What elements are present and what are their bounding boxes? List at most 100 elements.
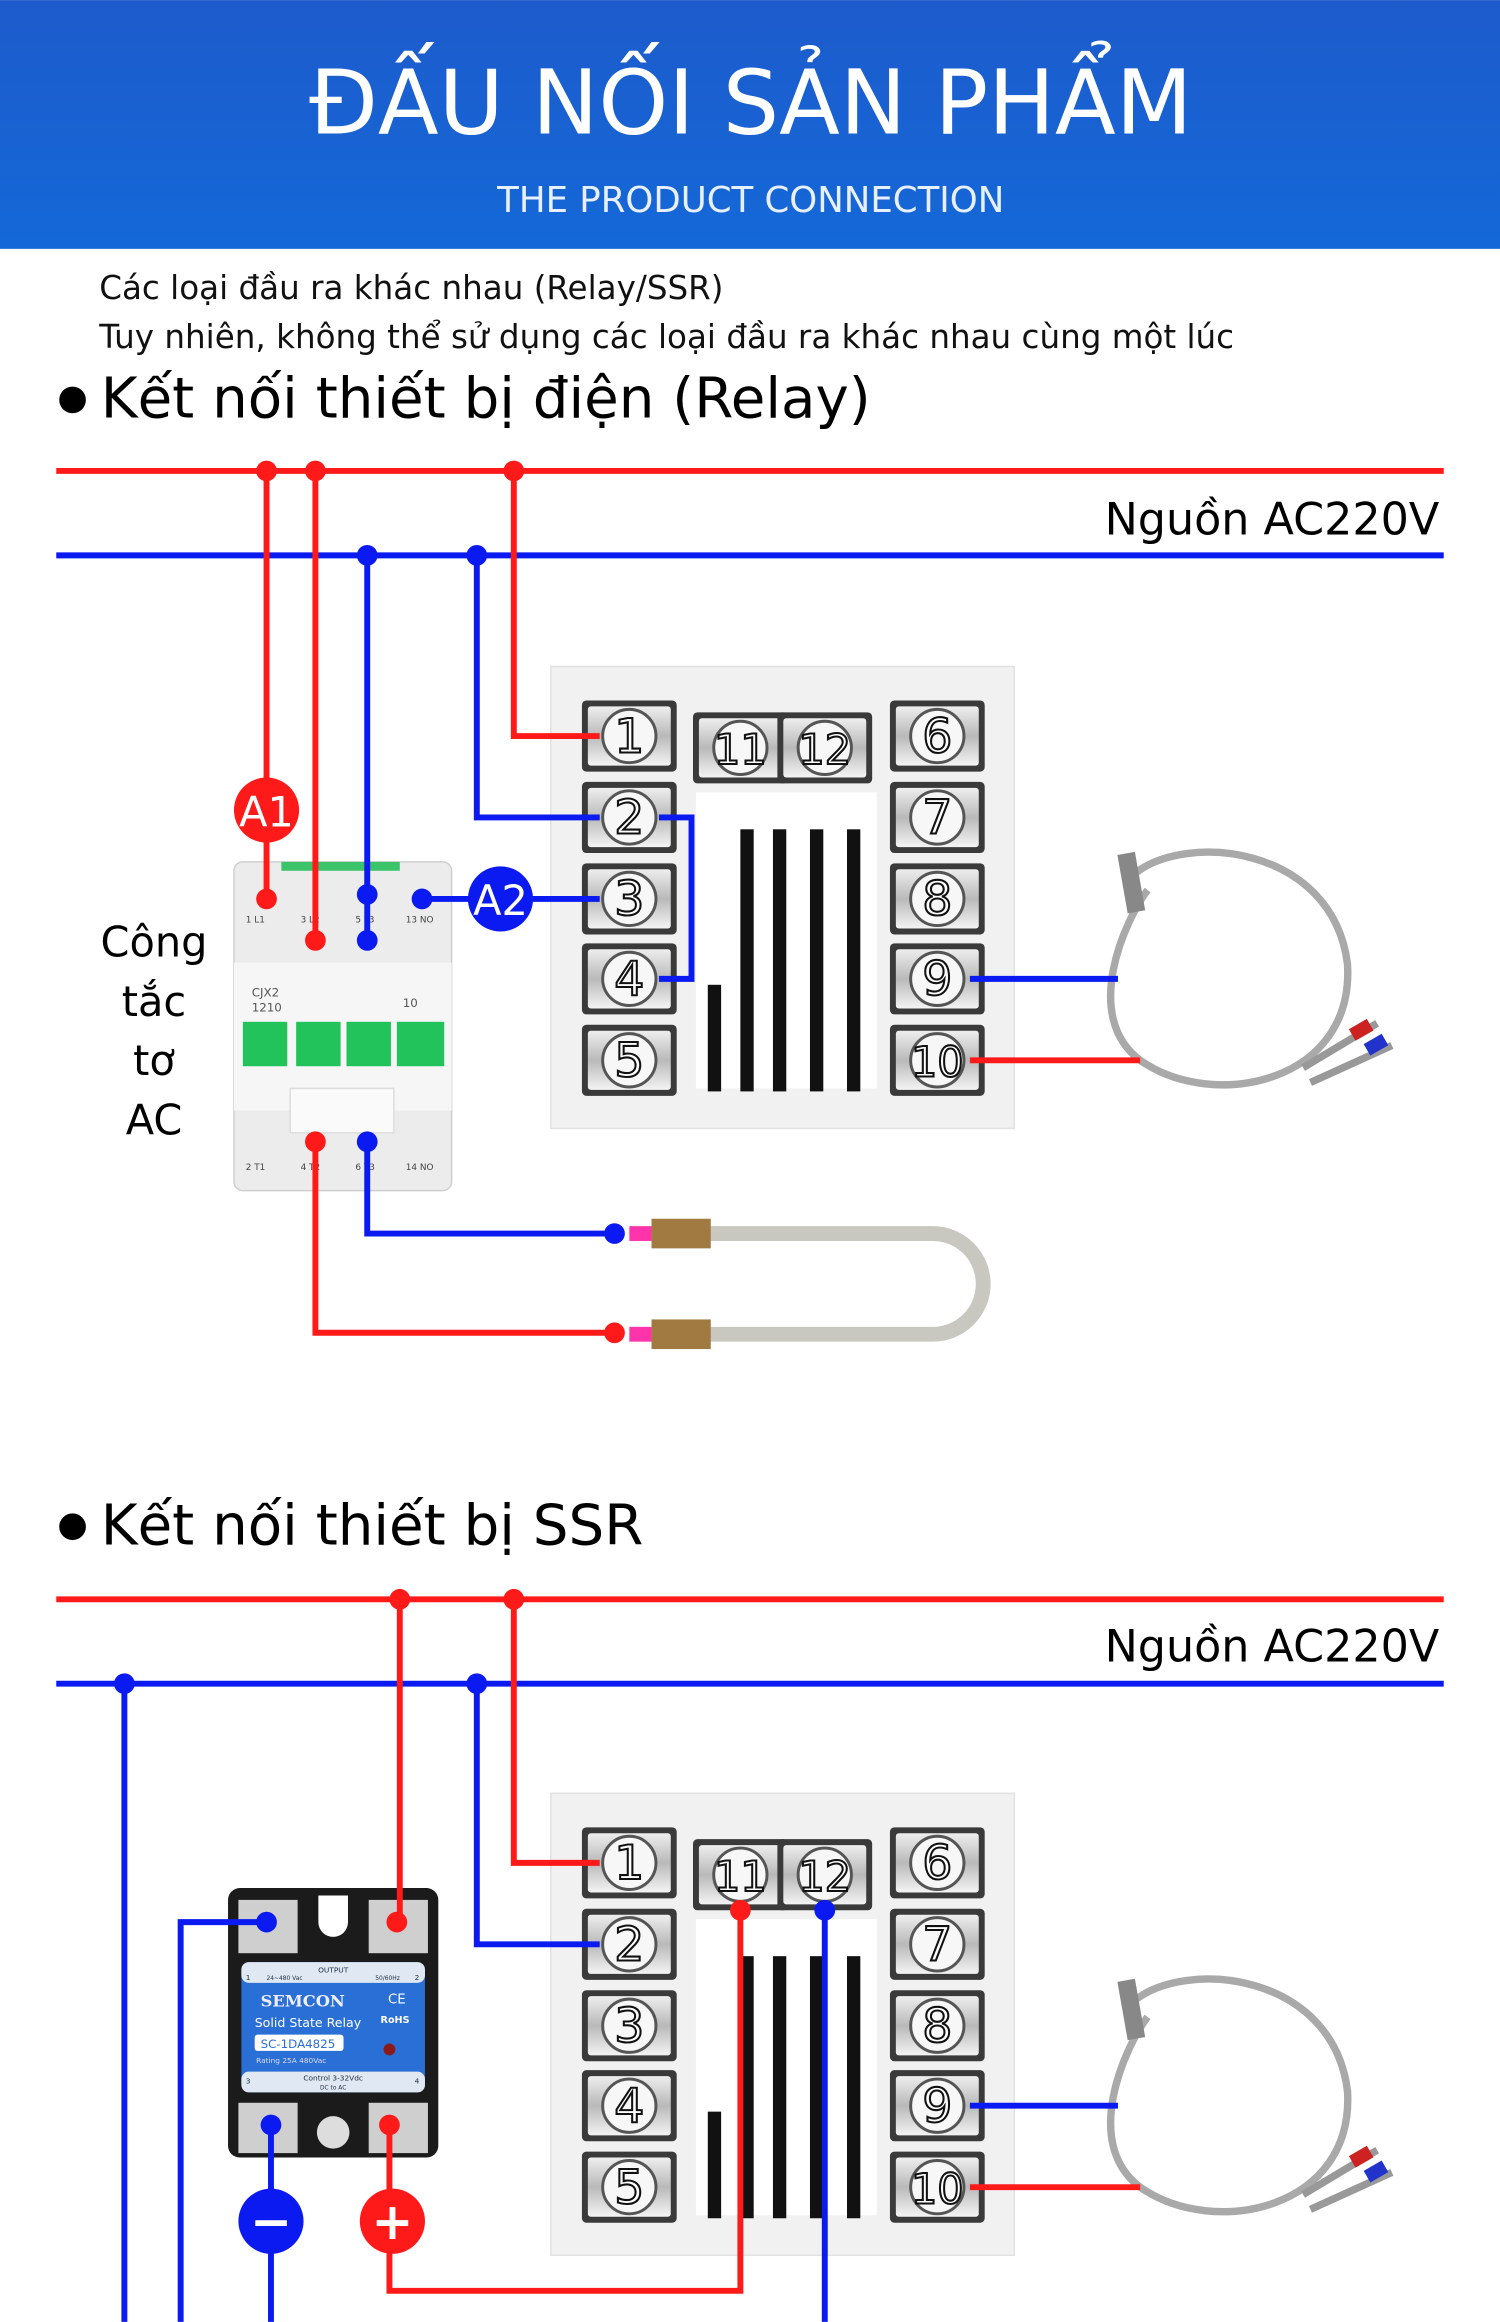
wire-junction — [389, 1588, 411, 1610]
controller-terminal-8: 8 — [889, 863, 985, 935]
relay-power-label: Nguồn AC220V — [1105, 495, 1440, 546]
controller-bar — [809, 1956, 824, 2219]
lead-red — [1348, 2145, 1374, 2168]
plus-label: + — [371, 2192, 413, 2251]
ssr-type: Solid State Relay — [255, 2015, 362, 2030]
ssr-power-label: Nguồn AC220V — [1105, 1621, 1440, 1672]
wire-junction — [356, 930, 378, 951]
probe-tip — [1117, 851, 1146, 914]
terminal-number: 9 — [922, 2079, 952, 2134]
terminal-number: 8 — [922, 1999, 952, 2054]
terminal-number: 11 — [714, 1853, 767, 1901]
ssr-pin-2: 2 — [415, 1973, 420, 1982]
terminal-number: 9 — [922, 952, 952, 1007]
terminal-screw-icon — [601, 870, 658, 928]
wire — [473, 1683, 600, 1948]
marker-a1-label: A1 — [239, 788, 294, 836]
terminal-screw-icon — [601, 789, 658, 846]
controller-bar — [772, 1956, 787, 2219]
controller-terminal-12: 12 — [777, 712, 873, 784]
page-title: ĐẤU NỐI SẢN PHẨM — [309, 39, 1192, 154]
ssr-mode: DC to AC — [320, 2085, 346, 2091]
contactor-label-4: AC — [126, 1096, 183, 1144]
wire — [177, 1919, 267, 2322]
minus-label: − — [250, 2192, 292, 2251]
terminal-number: 12 — [798, 726, 851, 774]
terminal-number: 7 — [922, 791, 952, 846]
terminal-number: 6 — [922, 709, 952, 764]
plus-terminal-marker: + — [359, 2188, 425, 2254]
contactor-terminal-label: 3 L2 — [301, 916, 320, 926]
wire — [510, 470, 600, 739]
ssr-output-range: 24~480 Vac — [267, 1976, 303, 1982]
controller-bar — [772, 829, 787, 1092]
wire-junction — [114, 1673, 135, 1695]
wire-junction — [466, 1673, 488, 1695]
terminal-number: 7 — [922, 1918, 952, 1973]
controller-bar — [846, 829, 861, 1092]
wire-junction — [503, 1588, 525, 1610]
contactor-label-1: Công — [101, 919, 208, 967]
heater-fitting — [651, 1319, 711, 1350]
wire-junction — [356, 1131, 378, 1153]
wire-junction — [730, 1899, 751, 1921]
controller-terminal-1: 1 — [581, 700, 677, 772]
terminal-number: 5 — [614, 2160, 644, 2215]
terminal-screw-icon — [909, 1834, 966, 1892]
ssr-section-heading: Kết nối thiết bị SSR — [101, 1494, 644, 1559]
marker-a2: A2 — [467, 866, 534, 932]
ssr-pin-1: 1 — [246, 1973, 251, 1982]
contactor-model: CJX2 — [252, 986, 279, 1000]
controller-terminal-10: 10 — [889, 1024, 985, 1096]
controller-terminal-2: 2 — [581, 1908, 677, 1980]
terminal-screw-icon — [601, 950, 658, 1008]
terminal-screw-icon — [909, 2159, 966, 2216]
probe-cable — [1107, 1975, 1352, 2216]
ssr-frequency: 50/60Hz — [375, 1976, 400, 1982]
ssr-ce-mark: CE — [388, 1993, 406, 2008]
marker-a2-label: A2 — [473, 877, 528, 925]
terminal-screw-icon — [601, 1997, 658, 2054]
controller-terminal-4: 4 — [581, 943, 677, 1015]
wire-junction — [305, 930, 326, 951]
controller-terminal-12: 12 — [777, 1839, 873, 1911]
terminal-screw-icon — [712, 719, 769, 777]
controller-bar — [846, 1956, 861, 2219]
controller-terminal-3: 3 — [581, 863, 677, 935]
ssr-model: SC-1DA4825 — [261, 2037, 336, 2051]
note-line-1: Các loại đầu ra khác nhau (Relay/SSR) — [99, 269, 723, 307]
terminal-screw-icon — [909, 870, 966, 928]
terminal-number: 1 — [614, 709, 644, 764]
ssr-pin-4: 4 — [415, 2077, 420, 2086]
probe-cable — [1107, 848, 1352, 1089]
controller-bar — [707, 984, 722, 1092]
heater-fitting — [651, 1218, 711, 1249]
terminal-screw-icon — [909, 707, 966, 765]
wire-junction — [256, 460, 277, 482]
contactor-label-2: tắc — [122, 978, 186, 1026]
terminal-screw-icon — [601, 1916, 658, 1973]
wire-junction — [379, 2114, 400, 2136]
terminal-number: 1 — [614, 1836, 644, 1891]
wire — [510, 1599, 600, 1866]
wire-junction — [305, 460, 326, 482]
controller-terminal-11: 11 — [692, 712, 788, 784]
controller-terminal-9: 9 — [889, 2070, 985, 2142]
thermocouple-probe — [1107, 848, 1394, 1089]
heating-element — [629, 1218, 991, 1350]
terminal-screw-icon — [601, 2159, 658, 2216]
wire-junction — [256, 1911, 277, 1933]
terminal-screw-icon — [601, 1032, 658, 1089]
controller-terminal-11: 11 — [692, 1839, 788, 1911]
terminal-screw-icon — [909, 1916, 966, 1973]
heater-tube — [695, 1226, 991, 1342]
wire-junction — [386, 1911, 408, 1933]
terminal-number: 3 — [614, 1999, 644, 2054]
ac-contactor: CJX2 1210 10 1 L1 3 L2 5 L3 13 NO 2 T1 4… — [233, 861, 453, 1192]
terminal-number: 6 — [922, 1836, 952, 1891]
terminal-number: 4 — [614, 2079, 644, 2134]
wire-junction — [503, 460, 525, 482]
controller-bar — [740, 1956, 754, 2219]
wire-junction — [260, 2114, 282, 2136]
contactor-terminal-label: 14 NO — [406, 1163, 434, 1173]
